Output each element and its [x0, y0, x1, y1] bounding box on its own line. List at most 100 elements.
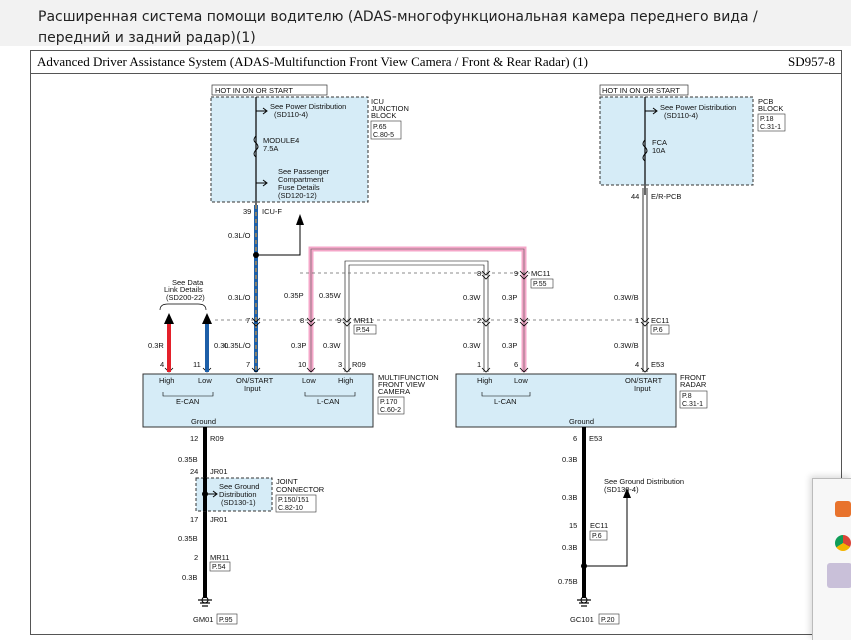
- svg-text:P.55: P.55: [533, 281, 547, 288]
- svg-text:C.80-5: C.80-5: [373, 132, 394, 139]
- conn-e53: E53: [651, 360, 664, 369]
- svg-text:0.3P: 0.3P: [291, 341, 306, 350]
- conn-ec11: EC11: [651, 316, 669, 325]
- diagram-frame: Advanced Driver Assistance System (ADAS-…: [30, 50, 842, 635]
- icu-block-name: ICU: [371, 97, 384, 106]
- svg-text:P.54: P.54: [212, 564, 226, 571]
- svg-text:6: 6: [514, 360, 518, 369]
- svg-text:P.6: P.6: [653, 327, 663, 334]
- svg-text:0.3B: 0.3B: [562, 493, 577, 502]
- chrome-icon[interactable]: [835, 535, 851, 551]
- svg-text:7: 7: [246, 316, 250, 325]
- svg-text:JR01: JR01: [210, 467, 228, 476]
- svg-text:CAMERA: CAMERA: [378, 387, 410, 396]
- svg-text:JR01: JR01: [210, 515, 228, 524]
- svg-text:(SD200-22): (SD200-22): [166, 293, 205, 302]
- svg-text:0.35B: 0.35B: [178, 534, 198, 543]
- svg-text:E53: E53: [589, 434, 602, 443]
- svg-text:MR11: MR11: [210, 553, 229, 562]
- svg-text:C.82-10: C.82-10: [278, 505, 303, 512]
- svg-text:L-CAN: L-CAN: [317, 397, 340, 406]
- icu-power-ref: See Power Distribution: [270, 102, 346, 111]
- svg-text:RADAR: RADAR: [680, 380, 707, 389]
- svg-text:0.3B: 0.3B: [182, 573, 197, 582]
- svg-text:Input: Input: [244, 384, 262, 393]
- data-link-ref: See Data: [172, 278, 204, 287]
- pcb-block-name: PCB: [758, 97, 773, 106]
- svg-text:0.3W: 0.3W: [463, 293, 481, 302]
- svg-text:R09: R09: [210, 434, 224, 443]
- svg-text:0.3L/O: 0.3L/O: [228, 293, 251, 302]
- svg-text:(SD120-12): (SD120-12): [278, 191, 317, 200]
- icu-pin: 39: [243, 207, 251, 216]
- svg-text:0.3L/O: 0.3L/O: [228, 231, 251, 240]
- icu-connector: ICU-F: [262, 207, 282, 216]
- svg-text:Fuse Details: Fuse Details: [278, 183, 320, 192]
- overlay-popup[interactable]: [812, 478, 851, 640]
- joint-page: P.150/151: [278, 497, 309, 504]
- svg-text:2: 2: [194, 553, 198, 562]
- diagram-header: Advanced Driver Assistance System (ADAS-…: [31, 51, 841, 74]
- svg-text:0.3B: 0.3B: [562, 543, 577, 552]
- svg-text:0.3P: 0.3P: [502, 341, 517, 350]
- front-radar: [455, 373, 677, 428]
- svg-text:0.3B: 0.3B: [562, 455, 577, 464]
- svg-text:C.31-1: C.31-1: [682, 401, 703, 408]
- svg-text:P.95: P.95: [219, 617, 233, 624]
- svg-text:(SD130-4): (SD130-4): [604, 485, 639, 494]
- svg-text:0.3R: 0.3R: [148, 341, 164, 350]
- svg-text:P.20: P.20: [601, 617, 615, 624]
- app-icon[interactable]: [835, 501, 851, 517]
- svg-text:Ground: Ground: [191, 417, 216, 426]
- svg-text:(SD130-1): (SD130-1): [221, 498, 256, 507]
- pcb-fuse-symbol: [642, 139, 648, 162]
- svg-text:ON/START: ON/START: [625, 376, 663, 385]
- camera-name: MULTIFUNCTION: [378, 373, 439, 382]
- svg-text:Link Details: Link Details: [164, 285, 203, 294]
- svg-text:EC11: EC11: [590, 521, 608, 530]
- icu-branch-arrow: [296, 214, 304, 225]
- ground-gm01: GM01: [193, 615, 213, 624]
- icu-block-page: P.65: [373, 124, 387, 131]
- svg-text:9: 9: [514, 269, 518, 278]
- svg-text:CONNECTOR: CONNECTOR: [276, 485, 325, 494]
- svg-text:Input: Input: [634, 384, 652, 393]
- svg-text:0.35W: 0.35W: [319, 291, 342, 300]
- svg-text:6: 6: [573, 434, 577, 443]
- radar-name: FRONT: [680, 373, 706, 382]
- multifunction-camera: [142, 373, 374, 428]
- svg-text:BLOCK: BLOCK: [758, 104, 783, 113]
- image-thumbnail-icon[interactable]: [827, 563, 851, 588]
- ground-ref-arrow: [623, 488, 631, 498]
- pcb-fuse: FCA: [652, 138, 667, 147]
- svg-text:1: 1: [635, 316, 639, 325]
- svg-text:1: 1: [477, 360, 481, 369]
- conn-mc11: MC11: [531, 269, 550, 278]
- conn-mr11: MR11: [354, 316, 373, 325]
- svg-text:10: 10: [298, 360, 306, 369]
- pcb-connector: E/R-PCB: [651, 192, 681, 201]
- svg-text:BLOCK: BLOCK: [371, 111, 396, 120]
- svg-text:8: 8: [477, 269, 481, 278]
- svg-text:Low: Low: [198, 376, 212, 385]
- svg-text:0.75B: 0.75B: [558, 577, 578, 586]
- joint-ref: See Ground: [219, 482, 259, 491]
- camera-page: P.170: [380, 399, 397, 406]
- svg-text:0.35B: 0.35B: [178, 455, 198, 464]
- svg-text:7: 7: [246, 360, 250, 369]
- svg-text:E-CAN: E-CAN: [176, 397, 199, 406]
- icu-hot-box: [211, 84, 328, 96]
- svg-text:7.5A: 7.5A: [263, 144, 278, 153]
- svg-text:P.54: P.54: [356, 327, 370, 334]
- svg-text:11: 11: [193, 360, 201, 369]
- svg-text:0.3W/B: 0.3W/B: [614, 293, 639, 302]
- icu-fuse-symbol: [253, 135, 259, 158]
- page-caption: Расширенная система помощи водителю (ADA…: [0, 0, 851, 46]
- svg-text:0.35P: 0.35P: [284, 291, 304, 300]
- svg-text:2: 2: [477, 316, 481, 325]
- radar-page: P.8: [682, 393, 692, 400]
- svg-text:JUNCTION: JUNCTION: [371, 104, 409, 113]
- svg-text:(SD110-4): (SD110-4): [274, 110, 309, 119]
- svg-text:0.3P: 0.3P: [502, 293, 517, 302]
